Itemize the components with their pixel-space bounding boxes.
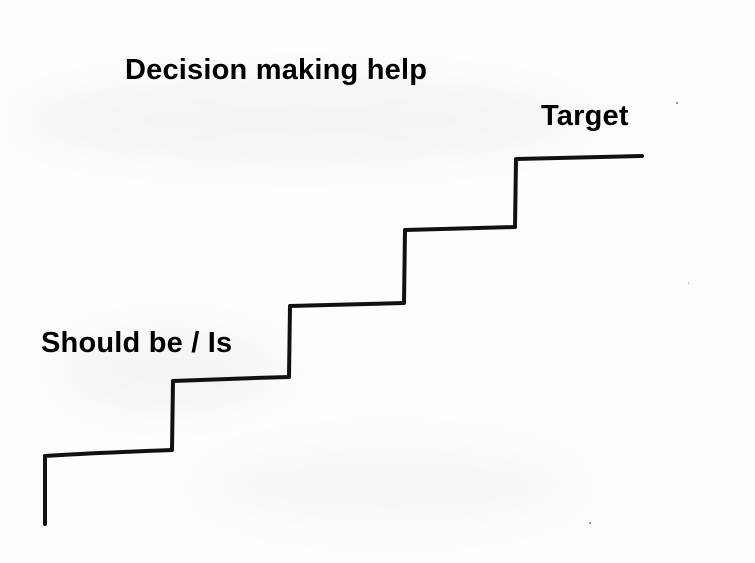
start-label: Should be / Is (41, 327, 233, 359)
paper-speck (688, 283, 689, 284)
target-label: Target (541, 100, 629, 132)
staircase-line (43, 154, 644, 526)
diagram-title: Decision making help (125, 54, 428, 86)
paper-speck (676, 102, 678, 104)
paper-speck (589, 522, 591, 524)
